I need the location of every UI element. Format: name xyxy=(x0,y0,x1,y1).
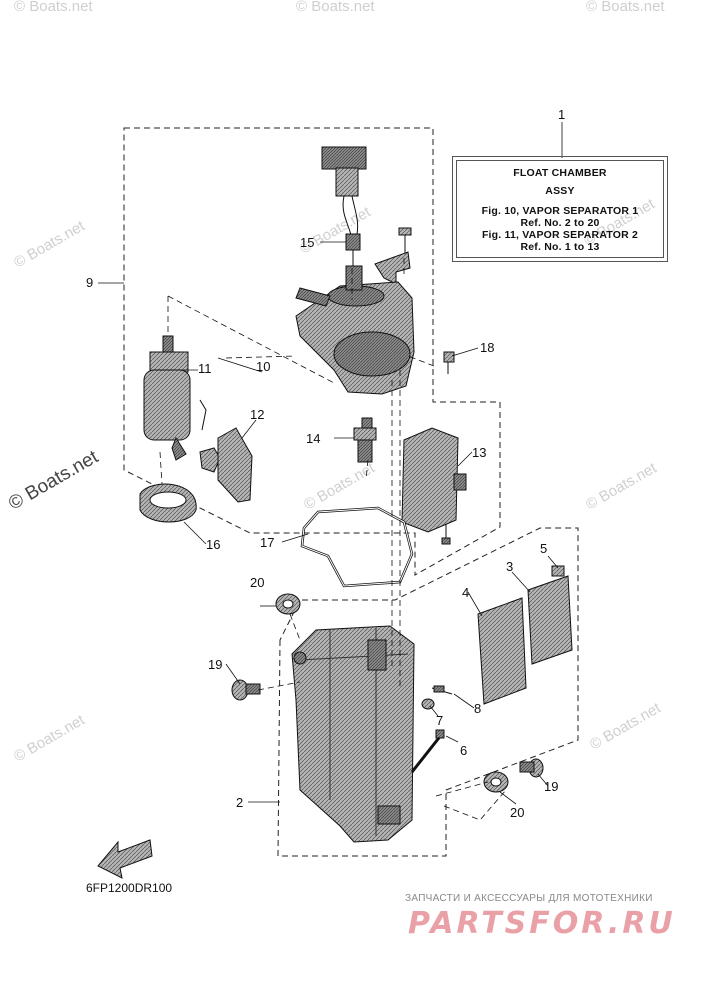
watermark-top-right: © Boats.net xyxy=(586,0,665,15)
pump-holder xyxy=(139,483,197,523)
fuel-pump xyxy=(143,335,191,461)
float-chamber-body xyxy=(291,625,415,843)
gasket-17 xyxy=(300,506,414,588)
sensor-14 xyxy=(353,417,377,463)
callout-18: 18 xyxy=(480,340,495,355)
bracket-clip xyxy=(374,251,411,285)
callout-13: 13 xyxy=(472,445,487,460)
callout-16: 16 xyxy=(206,537,221,552)
callout-6: 6 xyxy=(460,743,468,758)
infobox-ref-1: Fig. 10, VAPOR SEPARATOR 1 xyxy=(481,205,639,217)
infobox-ref-2-detail: Ref. No. 1 to 13 xyxy=(520,241,600,253)
diagram-code: 6FP1200DR100 xyxy=(86,881,173,895)
callout-7: 7 xyxy=(436,713,444,728)
callout-10: 10 xyxy=(256,359,271,374)
lower-assembly-boundary xyxy=(277,527,579,857)
callout-9: 9 xyxy=(86,275,94,290)
callout-20-upper: 20 xyxy=(250,575,265,590)
callout-2: 2 xyxy=(236,795,244,810)
screw-5 xyxy=(551,565,565,577)
infobox-title-2: ASSY xyxy=(545,185,575,197)
plate-4 xyxy=(477,597,527,705)
grommet-20-upper xyxy=(275,593,301,615)
callout-1: 1 xyxy=(558,107,566,122)
bolt-19-left xyxy=(231,679,261,701)
control-unit-13 xyxy=(401,427,467,545)
plate-3 xyxy=(527,575,573,665)
fuel-filter xyxy=(217,427,253,503)
callout-14: 14 xyxy=(306,431,321,446)
callout-4: 4 xyxy=(462,585,470,600)
wire-harness-connector xyxy=(321,146,367,268)
infobox-ref-1-detail: Ref. No. 2 to 20 xyxy=(520,217,600,229)
callout-20-lower: 20 xyxy=(510,805,525,820)
filter-elbow xyxy=(199,447,221,473)
callout-12: 12 xyxy=(250,407,265,422)
infobox-ref-2: Fig. 11, VAPOR SEPARATOR 2 xyxy=(481,229,639,241)
callout-19-right: 19 xyxy=(544,779,559,794)
footer-brand-logo[interactable]: PARTSFOR.RU xyxy=(408,906,676,941)
alignment-lines xyxy=(159,258,507,821)
callout-15: 15 xyxy=(300,235,315,250)
infobox-title-1: FLOAT CHAMBER xyxy=(513,167,607,179)
watermark-top-center: © Boats.net xyxy=(296,0,375,15)
washer-7 xyxy=(421,698,435,710)
bolt-18 xyxy=(443,351,455,374)
leader-lines xyxy=(98,122,563,805)
pin-6 xyxy=(410,729,445,773)
bolt-19-right xyxy=(519,758,544,778)
footer-subtitle: ЗАПЧАСТИ И АКСЕССУАРЫ ДЛЯ МОТОТЕХНИКИ xyxy=(405,893,653,904)
callout-19-left: 19 xyxy=(208,657,223,672)
callout-17: 17 xyxy=(260,535,275,550)
float-chamber-info-box: FLOAT CHAMBER ASSY Fig. 10, VAPOR SEPARA… xyxy=(452,156,668,262)
callout-3: 3 xyxy=(506,559,514,574)
callout-11: 11 xyxy=(198,361,212,376)
vapor-separator-cover xyxy=(295,265,415,395)
front-direction-arrow xyxy=(97,839,153,879)
callout-8: 8 xyxy=(474,701,482,716)
watermark-top-left: © Boats.net xyxy=(14,0,93,15)
pump-clip xyxy=(199,399,207,431)
grommet-20-lower xyxy=(483,771,509,793)
screw-8 xyxy=(431,685,453,695)
callout-5: 5 xyxy=(540,541,548,556)
